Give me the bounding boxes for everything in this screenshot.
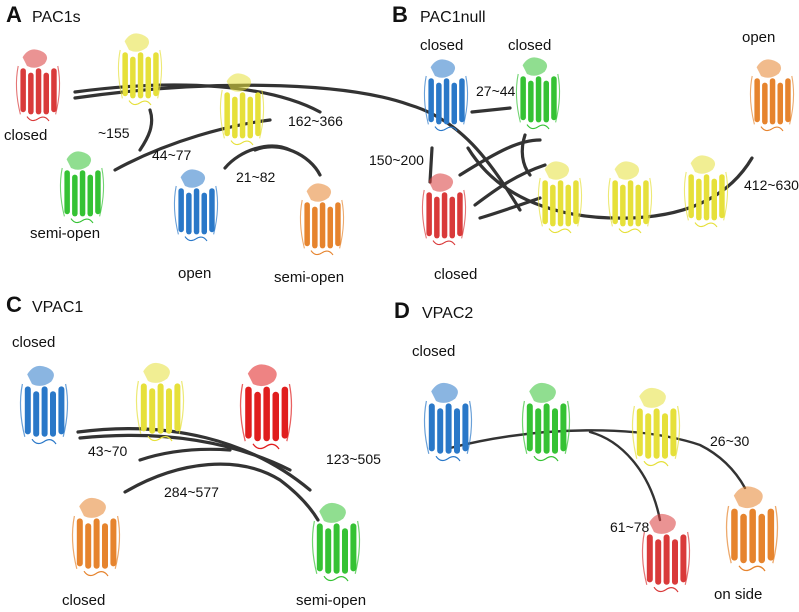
transition-path [73, 83, 522, 212]
transition-path [113, 118, 272, 172]
transition-path [448, 429, 747, 490]
range-label: 26~30 [710, 433, 750, 449]
panel-b: B PAC1null closed closed open closed 27~… [369, 2, 799, 283]
panel-a-letter: A [6, 2, 22, 27]
transition-path [470, 106, 512, 114]
range-label: 27~44 [476, 83, 516, 99]
protein-red-structure [421, 172, 467, 246]
protein-green-structure [521, 382, 571, 462]
state-label: closed [508, 37, 551, 54]
transition-path [473, 163, 547, 207]
protein-yellow-structure [135, 362, 185, 442]
state-label: closed [412, 343, 455, 360]
transition-path [123, 462, 320, 522]
panel-b-title: PAC1null [420, 9, 486, 26]
transition-path [458, 138, 542, 177]
range-label: 162~366 [288, 113, 343, 129]
transition-path [253, 145, 322, 177]
state-label: semi-open [30, 225, 100, 242]
range-label: 284~577 [164, 484, 219, 500]
panel-d-letter: D [394, 298, 410, 323]
transition-path [138, 108, 154, 152]
protein-blue-structure [423, 382, 473, 462]
transition-path [78, 433, 292, 472]
state-label: closed [4, 127, 47, 144]
range-label: 44~77 [152, 147, 192, 163]
protein-orange-structure [725, 485, 779, 572]
protein-red-structure [641, 513, 691, 593]
panel-c-letter: C [6, 292, 22, 317]
protein-yellow-structure [117, 32, 163, 106]
panel-d-title: VPAC2 [422, 305, 473, 322]
protein-red-structure [15, 48, 61, 122]
transition-path [138, 447, 232, 462]
panel-c: C VPAC1 closed closed semi-open 43~70 28… [6, 292, 381, 609]
panel-c-title: VPAC1 [32, 299, 83, 316]
protein-yellow-structure [607, 160, 653, 234]
range-label: 412~630 [744, 177, 799, 193]
transition-path [76, 427, 312, 492]
transition-path [478, 196, 542, 220]
state-label: open [178, 265, 211, 282]
state-label: closed [12, 334, 55, 351]
panel-d: D VPAC2 closed on side 26~30 61~78 [394, 298, 779, 603]
state-label: semi-open [274, 269, 344, 286]
protein-orange-structure [299, 182, 345, 256]
protein-green-structure [59, 150, 105, 224]
transition-path [428, 146, 434, 184]
range-label: 150~200 [369, 152, 424, 168]
protein-yellow-structure [631, 387, 681, 467]
protein-blue-structure [423, 58, 469, 132]
state-label: semi-open [296, 592, 366, 609]
panel-a-title: PAC1s [32, 9, 81, 26]
state-label: closed [420, 37, 463, 54]
protein-orange-structure [749, 58, 795, 132]
transition-path [588, 430, 662, 522]
panel-b-letter: B [392, 2, 408, 27]
transition-path [73, 83, 322, 114]
range-label: 43~70 [88, 443, 128, 459]
protein-yellow-structure [683, 154, 729, 228]
state-label: closed [62, 592, 105, 609]
protein-green-structure [515, 56, 561, 130]
state-label: closed [434, 266, 477, 283]
protein-green-structure [311, 502, 361, 582]
protein-red-structure [239, 363, 293, 450]
state-label: open [742, 29, 775, 46]
protein-blue-structure [19, 365, 69, 445]
state-label: on side [714, 586, 762, 603]
protein-blue-structure [173, 168, 219, 242]
range-label: 21~82 [236, 169, 276, 185]
protein-yellow-structure [537, 160, 583, 234]
panel-a: A PAC1s closed semi-open open semi-open … [4, 2, 522, 286]
range-label: 61~78 [610, 519, 650, 535]
protein-orange-structure [71, 497, 121, 577]
range-label: 123~505 [326, 451, 381, 467]
range-label: ~155 [98, 125, 130, 141]
